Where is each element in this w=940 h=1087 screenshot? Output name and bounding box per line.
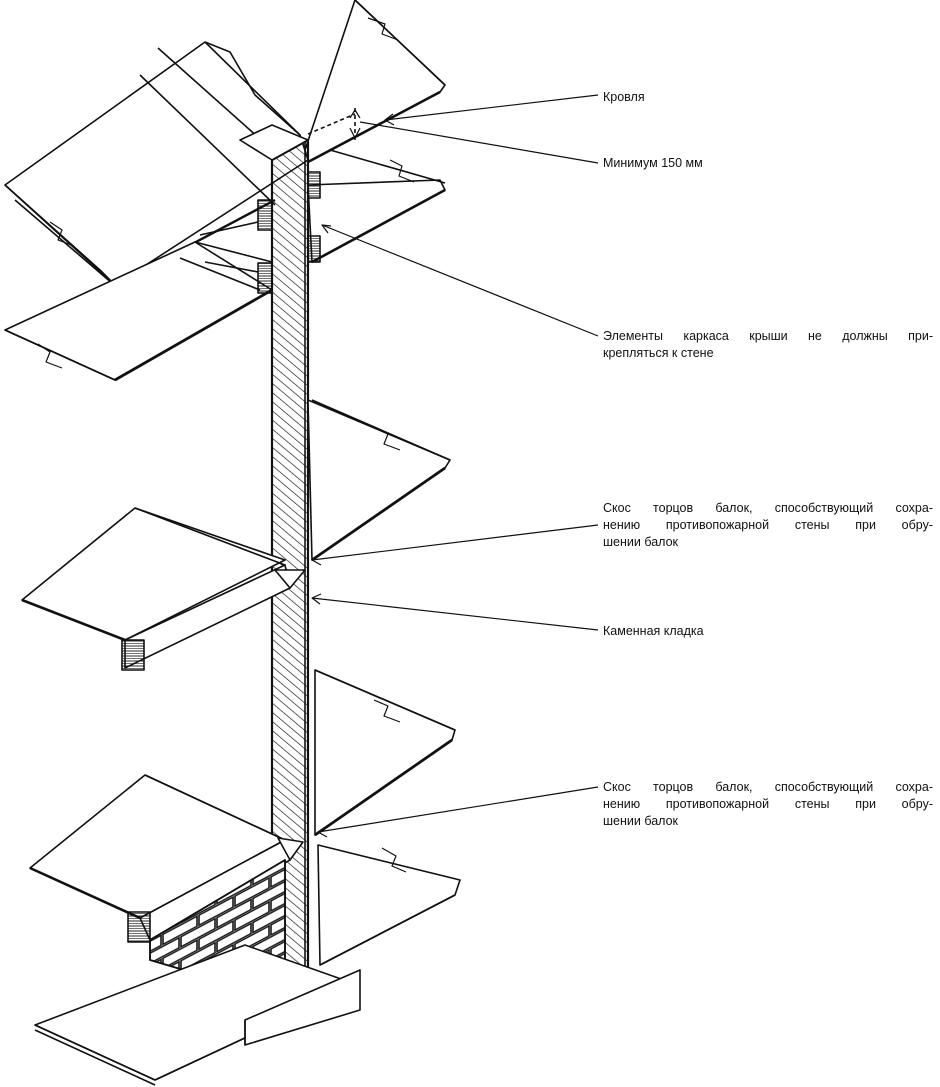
middle-floor-left — [21, 507, 306, 671]
callout-roof: Кровля — [603, 89, 933, 106]
callout-bevel-upper-line-3: шении балок — [603, 535, 678, 549]
callout-masonry: Каменная кладка — [603, 623, 933, 640]
callout-roof-text: Кровля — [603, 90, 645, 104]
callout-bevel-lower: Скос торцов балок, способствующий сохра-… — [603, 779, 933, 830]
lower-floor-left — [29, 774, 304, 943]
clearance-dimension — [307, 108, 361, 140]
callout-bevel-upper-line-1: Скос торцов балок, способствующий сохра- — [603, 501, 933, 515]
lower-floor-right — [314, 669, 456, 837]
foundation-slab — [34, 844, 461, 1086]
middle-floor-right — [307, 399, 451, 562]
roof-right-slope — [304, 0, 446, 164]
leader-lines — [311, 94, 599, 838]
callout-bevel-lower-line-3: шении балок — [603, 814, 678, 828]
attic-floor-right — [307, 149, 446, 264]
callout-min-clearance: Минимум 150 мм — [603, 155, 933, 172]
attic-floor-left — [4, 241, 273, 382]
callout-roof-frame: Элементы каркаса крыши не должны при- кр… — [603, 328, 933, 362]
roof-left-slope — [4, 41, 309, 291]
callout-roof-frame-line-1: Элементы каркаса крыши не должны при- — [603, 329, 933, 343]
roof-frame-blocks — [199, 171, 321, 294]
callout-masonry-text: Каменная кладка — [603, 624, 704, 638]
callout-roof-frame-line-2: крепляться к стене — [603, 346, 714, 360]
fire-wall — [239, 124, 310, 997]
callout-bevel-lower-line-1: Скос торцов балок, способствующий сохра- — [603, 780, 933, 794]
callout-min-clearance-text: Минимум 150 мм — [603, 156, 703, 170]
callout-bevel-lower-line-2: нению противопожарной стены при обру- — [603, 797, 933, 811]
callout-bevel-upper-line-2: нению противопожарной стены при обру- — [603, 518, 933, 532]
callout-bevel-upper: Скос торцов балок, способствующий сохра-… — [603, 500, 933, 551]
